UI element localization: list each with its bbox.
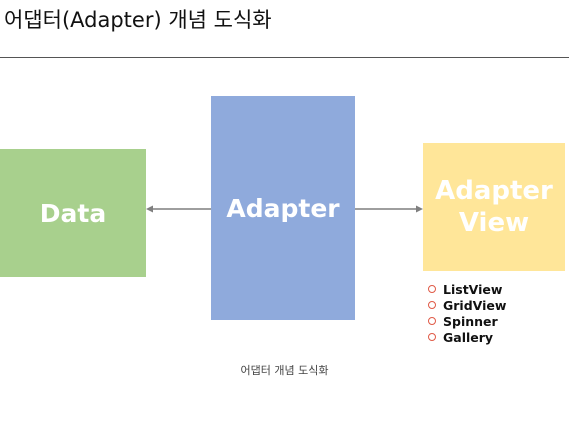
list-item: GridView — [428, 297, 506, 313]
adapter-view-type-label: Spinner — [443, 313, 498, 329]
adapter-view-box: Adapter View — [423, 143, 565, 271]
adapter-box-label: Adapter — [226, 193, 340, 223]
data-box: Data — [0, 149, 146, 277]
page-title: 어댑터(Adapter) 개념 도식화 — [4, 8, 272, 32]
adapter-view-box-label-line2: View — [458, 208, 530, 238]
adapter-view-types-list: ListView GridView Spinner Gallery — [428, 281, 506, 345]
circle-bullet-icon — [428, 333, 436, 341]
adapter-to-adapter-view-arrow — [355, 205, 423, 213]
list-item: ListView — [428, 281, 506, 297]
figure-caption: 어댑터 개념 도식화 — [240, 364, 329, 377]
title-divider — [0, 57, 569, 58]
circle-bullet-icon — [428, 285, 436, 293]
circle-bullet-icon — [428, 301, 436, 309]
list-item: Gallery — [428, 329, 506, 345]
circle-bullet-icon — [428, 317, 436, 325]
data-box-label: Data — [39, 198, 107, 228]
adapter-view-type-label: Gallery — [443, 329, 494, 345]
list-item: Spinner — [428, 313, 506, 329]
adapter-view-box-label-line1: Adapter — [435, 176, 553, 206]
adapter-view-type-label: GridView — [443, 297, 507, 313]
adapter-view-type-label: ListView — [443, 281, 503, 297]
adapter-to-data-arrow — [146, 205, 211, 213]
adapter-box: Adapter — [211, 96, 355, 320]
